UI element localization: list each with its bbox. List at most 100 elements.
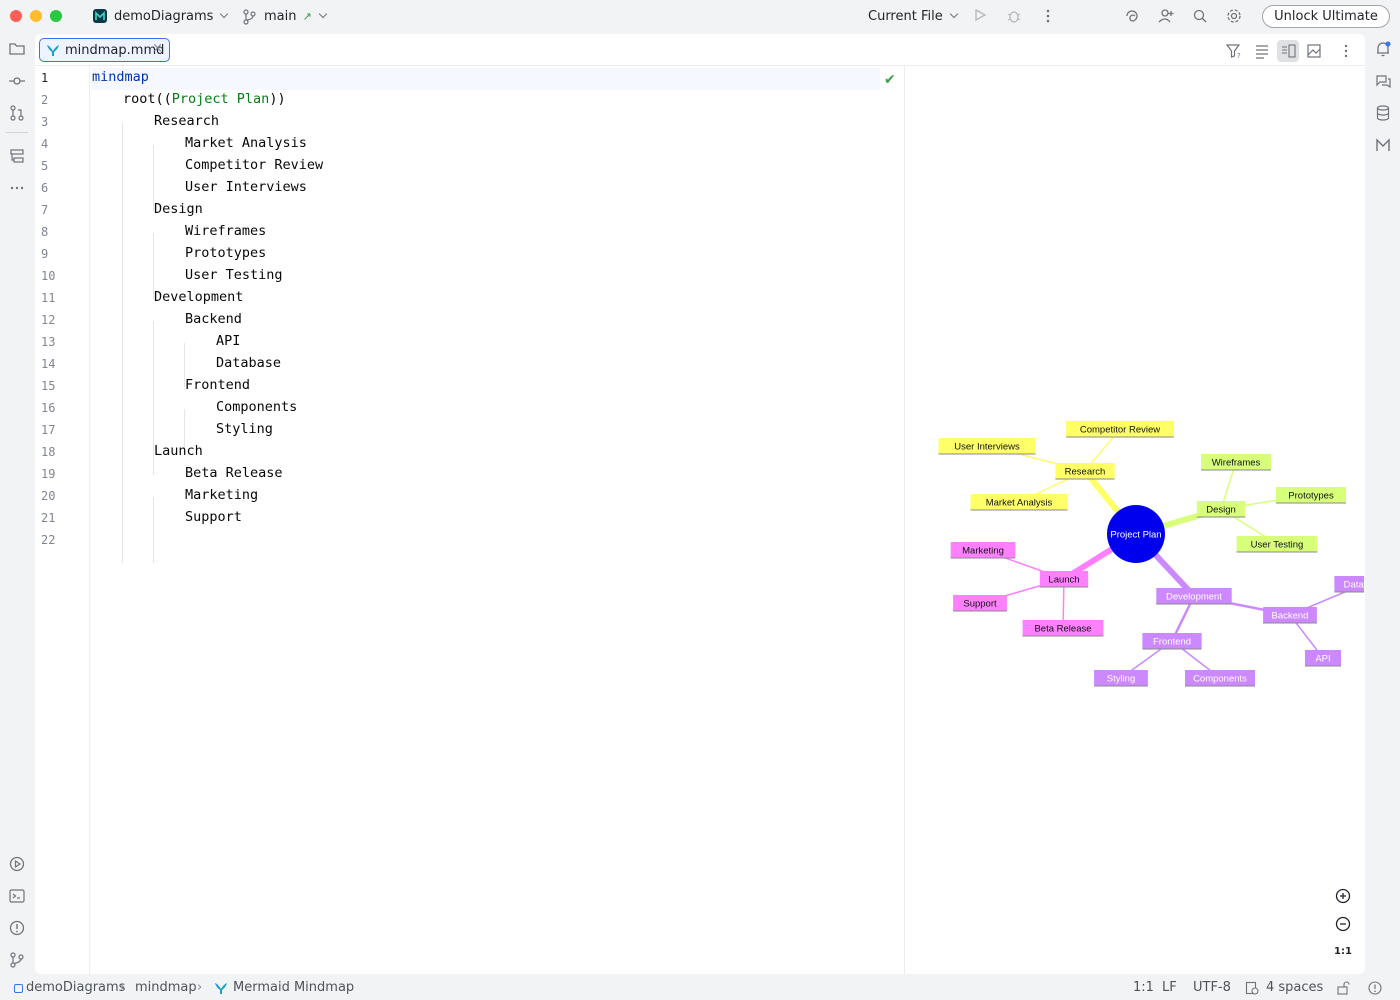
branch-name: main xyxy=(264,9,297,24)
more-vertical-icon[interactable] xyxy=(1039,8,1057,26)
code-line[interactable]: Research xyxy=(154,113,220,129)
editor-only-icon[interactable] xyxy=(1253,42,1271,60)
indent-guide xyxy=(153,145,154,211)
line-number: 20 xyxy=(41,489,56,503)
more-vertical-icon[interactable] xyxy=(1337,42,1355,60)
code-line[interactable]: User Testing xyxy=(185,267,283,283)
code-line[interactable]: Competitor Review xyxy=(185,157,324,173)
svg-text:?: ? xyxy=(1237,52,1241,60)
line-separator[interactable]: LF xyxy=(1162,980,1177,995)
mindmap-node-box xyxy=(1305,650,1341,666)
mindmap-node: Backend xyxy=(1263,607,1317,624)
code-line[interactable]: Backend xyxy=(185,311,242,327)
file-tab-name: mindmap.mmd xyxy=(65,43,165,58)
warning-icon[interactable] xyxy=(1368,981,1382,995)
code-line[interactable]: Styling xyxy=(216,421,273,437)
file-tab[interactable]: mindmap.mmd × xyxy=(39,38,170,62)
code-line[interactable]: Database xyxy=(216,355,282,371)
branch-icon xyxy=(242,9,256,25)
indent-guide xyxy=(153,497,154,563)
gear-icon[interactable] xyxy=(1225,8,1243,26)
right-tool-strip xyxy=(1366,34,1400,974)
services-icon[interactable] xyxy=(8,855,26,873)
close-window-button[interactable] xyxy=(10,10,22,22)
title-bar: demoDiagrams main↗ Current File Unlock U… xyxy=(0,0,1400,34)
zoom-out-button[interactable] xyxy=(1330,911,1356,937)
breadcrumb-file[interactable]: mindmap xyxy=(135,980,197,995)
search-icon[interactable] xyxy=(1191,8,1209,26)
line-number: 12 xyxy=(41,313,56,327)
code-line[interactable]: Wireframes xyxy=(185,223,267,239)
breadcrumb-separator-icon: › xyxy=(197,980,203,995)
code-line[interactable]: Development xyxy=(154,289,244,305)
line-number: 19 xyxy=(41,467,56,481)
zoom-in-button[interactable] xyxy=(1330,883,1356,909)
project-selector[interactable]: demoDiagrams xyxy=(114,9,229,24)
database-icon[interactable] xyxy=(1374,104,1392,122)
mindmap-node-box xyxy=(953,595,1007,611)
code-line[interactable]: Beta Release xyxy=(185,465,283,481)
structure-icon[interactable] xyxy=(8,147,26,165)
mindmap-node-box xyxy=(1334,576,1364,592)
terminal-icon[interactable] xyxy=(8,887,26,905)
code-line[interactable]: User Interviews xyxy=(185,179,307,195)
breadcrumb-project[interactable]: demoDiagrams xyxy=(26,980,126,995)
filter-icon[interactable]: ? xyxy=(1225,42,1243,60)
code-line[interactable]: mindmap xyxy=(92,69,149,85)
code-line[interactable]: Support xyxy=(185,509,242,525)
minimize-window-button[interactable] xyxy=(30,10,42,22)
run-icon[interactable] xyxy=(971,8,989,26)
lock-open-icon[interactable] xyxy=(1336,981,1350,995)
mindmap-root-node xyxy=(1107,505,1165,563)
editor-preview-splitter[interactable] xyxy=(904,66,905,974)
branch-selector[interactable]: main↗ xyxy=(264,9,327,24)
code-line[interactable]: Market Analysis xyxy=(185,135,307,151)
line-number: 8 xyxy=(41,225,49,239)
code-line[interactable]: Frontend xyxy=(185,377,251,393)
breadcrumb-language[interactable]: Mermaid Mindmap xyxy=(233,980,355,995)
folder-icon[interactable] xyxy=(8,40,26,58)
mindmap-node: Support xyxy=(953,595,1007,612)
mindmap-node-label: Marketing xyxy=(962,546,1004,557)
git-icon[interactable] xyxy=(8,951,26,969)
markdown-icon[interactable] xyxy=(1374,136,1392,154)
code-line[interactable]: Prototypes xyxy=(185,245,267,261)
mindmap-node-label: Design xyxy=(1206,505,1236,516)
indent-guide xyxy=(184,343,185,387)
actual-size-button[interactable]: 1:1 xyxy=(1334,946,1352,957)
code-line[interactable]: API xyxy=(216,333,241,349)
file-encoding[interactable]: UTF-8 xyxy=(1193,980,1231,995)
commit-icon[interactable] xyxy=(8,72,26,90)
unlock-ultimate-button[interactable]: Unlock Ultimate xyxy=(1262,5,1390,28)
line-number: 16 xyxy=(41,401,56,415)
check-icon: ✔ xyxy=(884,72,896,88)
more-horizontal-icon[interactable] xyxy=(8,179,26,197)
notifications-icon[interactable] xyxy=(1374,40,1392,58)
ai-chat-icon[interactable] xyxy=(1374,72,1392,90)
code-line[interactable]: Components xyxy=(216,399,298,415)
mindmap-node-label: Frontend xyxy=(1153,637,1191,648)
preview-only-icon[interactable] xyxy=(1305,42,1323,60)
close-icon[interactable]: × xyxy=(152,41,163,56)
code-line[interactable]: Design xyxy=(154,201,203,217)
mindmap-node: Components xyxy=(1185,670,1255,687)
code-line[interactable]: Marketing xyxy=(185,487,259,503)
problems-icon[interactable] xyxy=(8,919,26,937)
code-line[interactable]: root((Project Plan)) xyxy=(123,91,286,107)
run-config-selector[interactable]: Current File xyxy=(868,9,958,24)
caret-position[interactable]: 1:1 xyxy=(1133,980,1154,995)
line-number: 21 xyxy=(41,511,56,525)
maximize-window-button[interactable] xyxy=(50,10,62,22)
mermaid-file-icon xyxy=(46,43,60,57)
indent-setting[interactable]: 4 spaces xyxy=(1266,980,1324,995)
mindmap-node: Research xyxy=(1055,463,1115,480)
mindmap-node-label: User Testing xyxy=(1251,540,1304,551)
split-view-icon[interactable] xyxy=(1277,40,1299,62)
code-line[interactable]: Launch xyxy=(154,443,203,459)
indent-guide xyxy=(184,409,185,453)
add-user-icon[interactable] xyxy=(1157,8,1175,26)
debug-icon[interactable] xyxy=(1005,8,1023,26)
pull-request-icon[interactable] xyxy=(8,104,26,122)
ai-assistant-icon[interactable] xyxy=(1123,8,1141,26)
